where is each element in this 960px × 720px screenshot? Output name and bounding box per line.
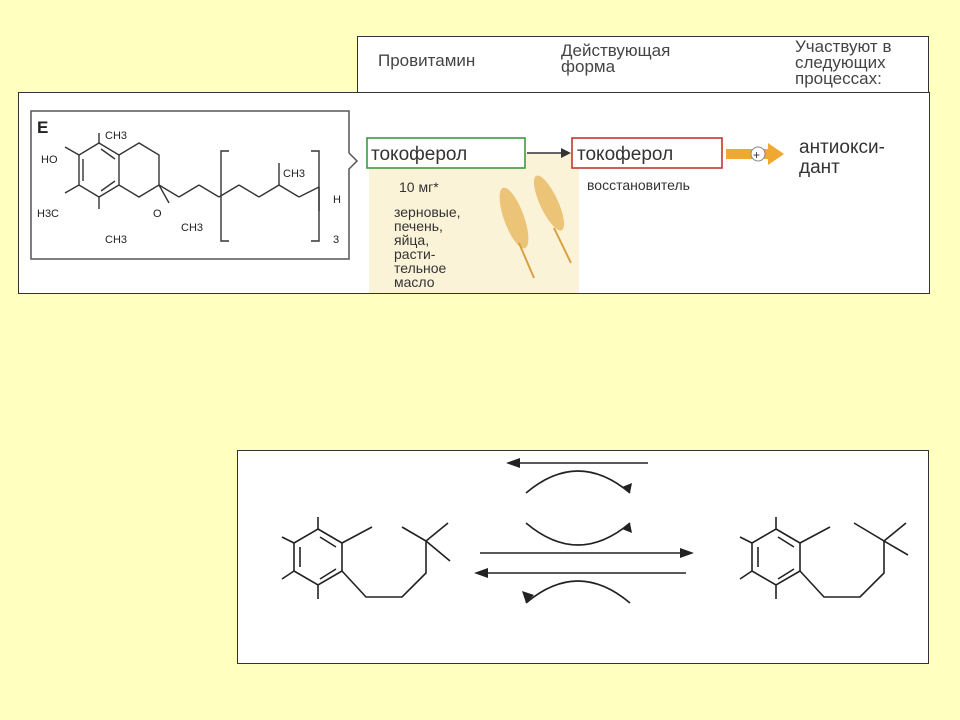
- vitamin-e-diagram: E CH3 HO H3C: [30, 110, 885, 293]
- vitamin-e-panel: E CH3 HO H3C: [18, 92, 930, 294]
- provitamin-box: [366, 137, 526, 169]
- source-item: яйца,: [394, 232, 429, 248]
- active-form-caption: восстановитель: [587, 177, 690, 193]
- plus-symbol: +: [753, 148, 760, 162]
- bottom-curve-arrowhead: [522, 591, 534, 603]
- label-repeat-count: 3: [333, 234, 339, 246]
- lower-curve-arrowhead: [622, 523, 632, 533]
- label-oxygen: O: [153, 208, 162, 220]
- header-col-active-form-2: форма: [561, 57, 616, 76]
- plus-icon: [750, 146, 766, 162]
- upper-curve-arrowhead: [622, 483, 632, 493]
- source-item: печень,: [394, 218, 443, 234]
- active-form-label: токоферол: [577, 144, 673, 165]
- label-ch3-bottom: CH3: [105, 234, 127, 246]
- header-col-processes-1: Участвуют в: [795, 37, 892, 56]
- header-col-processes-3: процессах:: [795, 69, 882, 88]
- sources-list: зерновые, печень, яйца, расти- тельное м…: [394, 204, 461, 290]
- label-ho: HO: [41, 154, 58, 166]
- label-h3c: H3C: [37, 208, 59, 220]
- wheat-grain-illustration: [369, 153, 579, 293]
- left-chromane-structure: [281, 517, 451, 599]
- source-item: масло: [394, 274, 435, 290]
- source-item: тельное: [394, 260, 447, 276]
- conversion-arrowhead: [561, 148, 571, 158]
- active-form-box: [571, 137, 723, 169]
- process-arrowhead: [768, 143, 784, 165]
- label-ch3-top: CH3: [105, 130, 127, 142]
- dose-label: 10 мг*: [399, 179, 439, 195]
- top-redox-curve-upper: [525, 470, 631, 494]
- label-ch3-chain: CH3: [283, 168, 305, 180]
- label-ch3-ring: CH3: [181, 222, 203, 234]
- process-label-line2: дант: [799, 157, 840, 178]
- process-arrow: [726, 149, 768, 159]
- right-chromane-structure: [739, 517, 909, 599]
- source-item: расти-: [394, 246, 436, 262]
- label-h: H: [333, 194, 341, 206]
- bottom-redox-curve: [525, 580, 631, 604]
- process-label-line1: антиокси-: [799, 137, 885, 158]
- forward-arrowhead: [680, 548, 694, 558]
- redox-diagram: [281, 458, 909, 604]
- structure-frame: [30, 110, 359, 260]
- header-panel: Провитамин Действующая форма Участвуют в…: [357, 36, 929, 98]
- header-col-active-form-1: Действующая: [561, 41, 671, 60]
- top-redox-curve-lower: [525, 522, 631, 546]
- tocopherol-structure: [64, 133, 320, 242]
- header-col-processes-2: следующих: [795, 53, 886, 72]
- header-col-provitamin: Провитамин: [378, 51, 476, 70]
- top-arrowhead: [506, 458, 520, 468]
- redox-panel: [237, 450, 929, 664]
- provitamin-label: токоферол: [371, 144, 467, 165]
- reverse-arrowhead: [474, 568, 488, 578]
- source-item: зерновые,: [394, 204, 461, 220]
- vitamin-letter: E: [37, 118, 48, 137]
